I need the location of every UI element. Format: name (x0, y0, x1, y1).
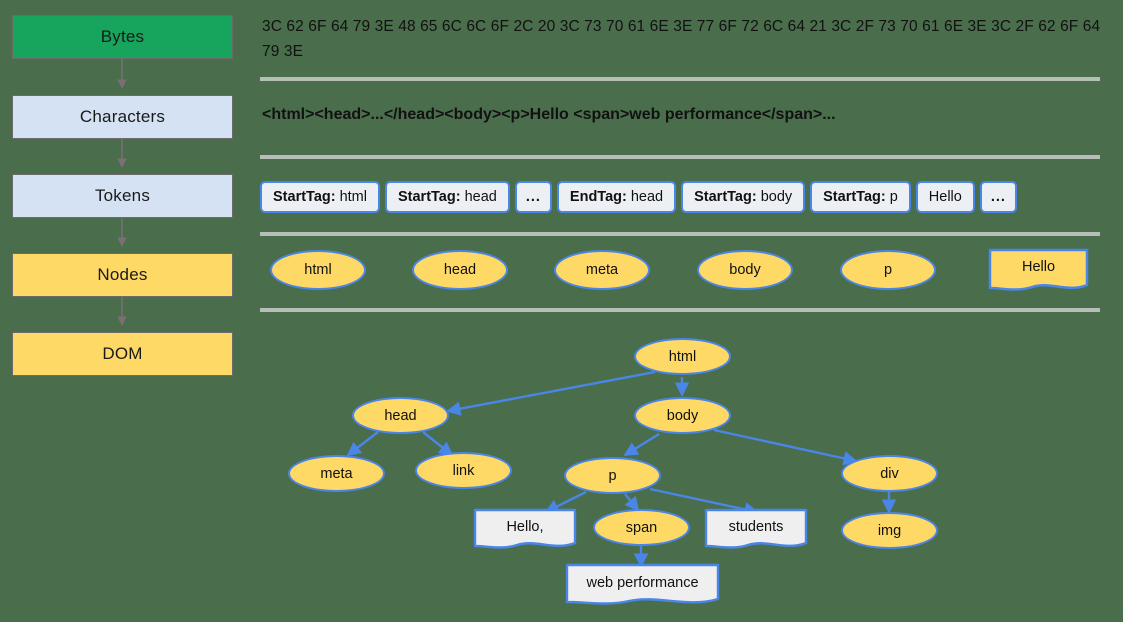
node-chip-p[interactable]: p (840, 250, 936, 290)
token-value: body (760, 189, 793, 205)
token-chip-starttag-body[interactable]: StartTag:body (681, 181, 806, 213)
token-value: html (339, 189, 367, 205)
token-kind: StartTag: (397, 189, 461, 205)
token-value: head (630, 189, 664, 205)
token-chip-ellipsis-2[interactable]: ... (979, 181, 1017, 213)
node-chip-body[interactable]: body (697, 250, 793, 290)
pipeline-step-tokens[interactable]: Tokens (12, 174, 233, 218)
pipeline-step-characters[interactable]: Characters (12, 95, 233, 139)
tree-node-p[interactable]: p (564, 457, 661, 494)
note-shape (988, 248, 1089, 291)
token-kind: StartTag: (273, 189, 336, 205)
tree-node-link[interactable]: link (415, 452, 512, 489)
node-chip-html[interactable]: html (270, 250, 366, 290)
tree-node-web-performance-text[interactable]: web performance (565, 563, 720, 608)
token-value: ... (525, 189, 541, 205)
note-shape (473, 508, 577, 549)
divider-characters-tokens (260, 155, 1100, 159)
token-chip-starttag-html[interactable]: StartTag:html (260, 181, 380, 213)
tree-node-body[interactable]: body (634, 397, 731, 434)
note-shape (565, 563, 720, 605)
node-chip-head[interactable]: head (412, 250, 508, 290)
token-value: head (464, 189, 497, 205)
pipeline-step-nodes[interactable]: Nodes (12, 253, 233, 297)
token-kind: StartTag: (694, 189, 757, 205)
note-label: students (728, 519, 784, 535)
tree-node-head[interactable]: head (352, 397, 449, 434)
token-chip-endtag-head[interactable]: EndTag:head (556, 181, 677, 213)
token-chip-starttag-p[interactable]: StartTag:p (810, 181, 911, 213)
characters-markup-text: <html><head>...</head><body><p>Hello <sp… (262, 106, 836, 123)
tree-node-div[interactable]: div (841, 455, 938, 492)
node-chip-meta[interactable]: meta (554, 250, 650, 290)
note-label: web performance (586, 575, 699, 591)
pipeline-step-bytes[interactable]: Bytes (12, 15, 233, 59)
divider-tokens-nodes (260, 232, 1100, 236)
node-chip-hello-text[interactable]: Hello (988, 248, 1089, 292)
token-value: p (889, 189, 898, 205)
tree-node-students-text[interactable]: students (704, 508, 808, 551)
token-kind: StartTag: (823, 189, 886, 205)
token-row: StartTag:html StartTag:head ... EndTag:h… (260, 181, 1017, 213)
token-value: Hello (928, 189, 962, 205)
tree-node-img[interactable]: img (841, 512, 938, 549)
divider-nodes-dom (260, 308, 1100, 312)
note-label: Hello (1021, 259, 1056, 275)
token-value: ... (990, 189, 1006, 205)
tree-node-hello-text[interactable]: Hello, (473, 508, 577, 551)
note-label: Hello, (506, 519, 544, 535)
tree-node-meta[interactable]: meta (288, 455, 385, 492)
pipeline-step-dom[interactable]: DOM (12, 332, 233, 376)
divider-bytes-characters (260, 77, 1100, 81)
tree-node-span[interactable]: span (593, 509, 690, 546)
pipeline-arrows (117, 59, 127, 326)
token-chip-ellipsis-1[interactable]: ... (514, 181, 552, 213)
bytes-hex-text: 3C 62 6F 64 79 3E 48 65 6C 6C 6F 2C 20 3… (262, 18, 1101, 60)
token-chip-starttag-head[interactable]: StartTag:head (384, 181, 510, 213)
tree-node-html[interactable]: html (634, 338, 731, 375)
note-shape (704, 508, 808, 549)
token-kind: EndTag: (569, 189, 627, 205)
token-chip-text-hello[interactable]: Hello (915, 181, 975, 213)
